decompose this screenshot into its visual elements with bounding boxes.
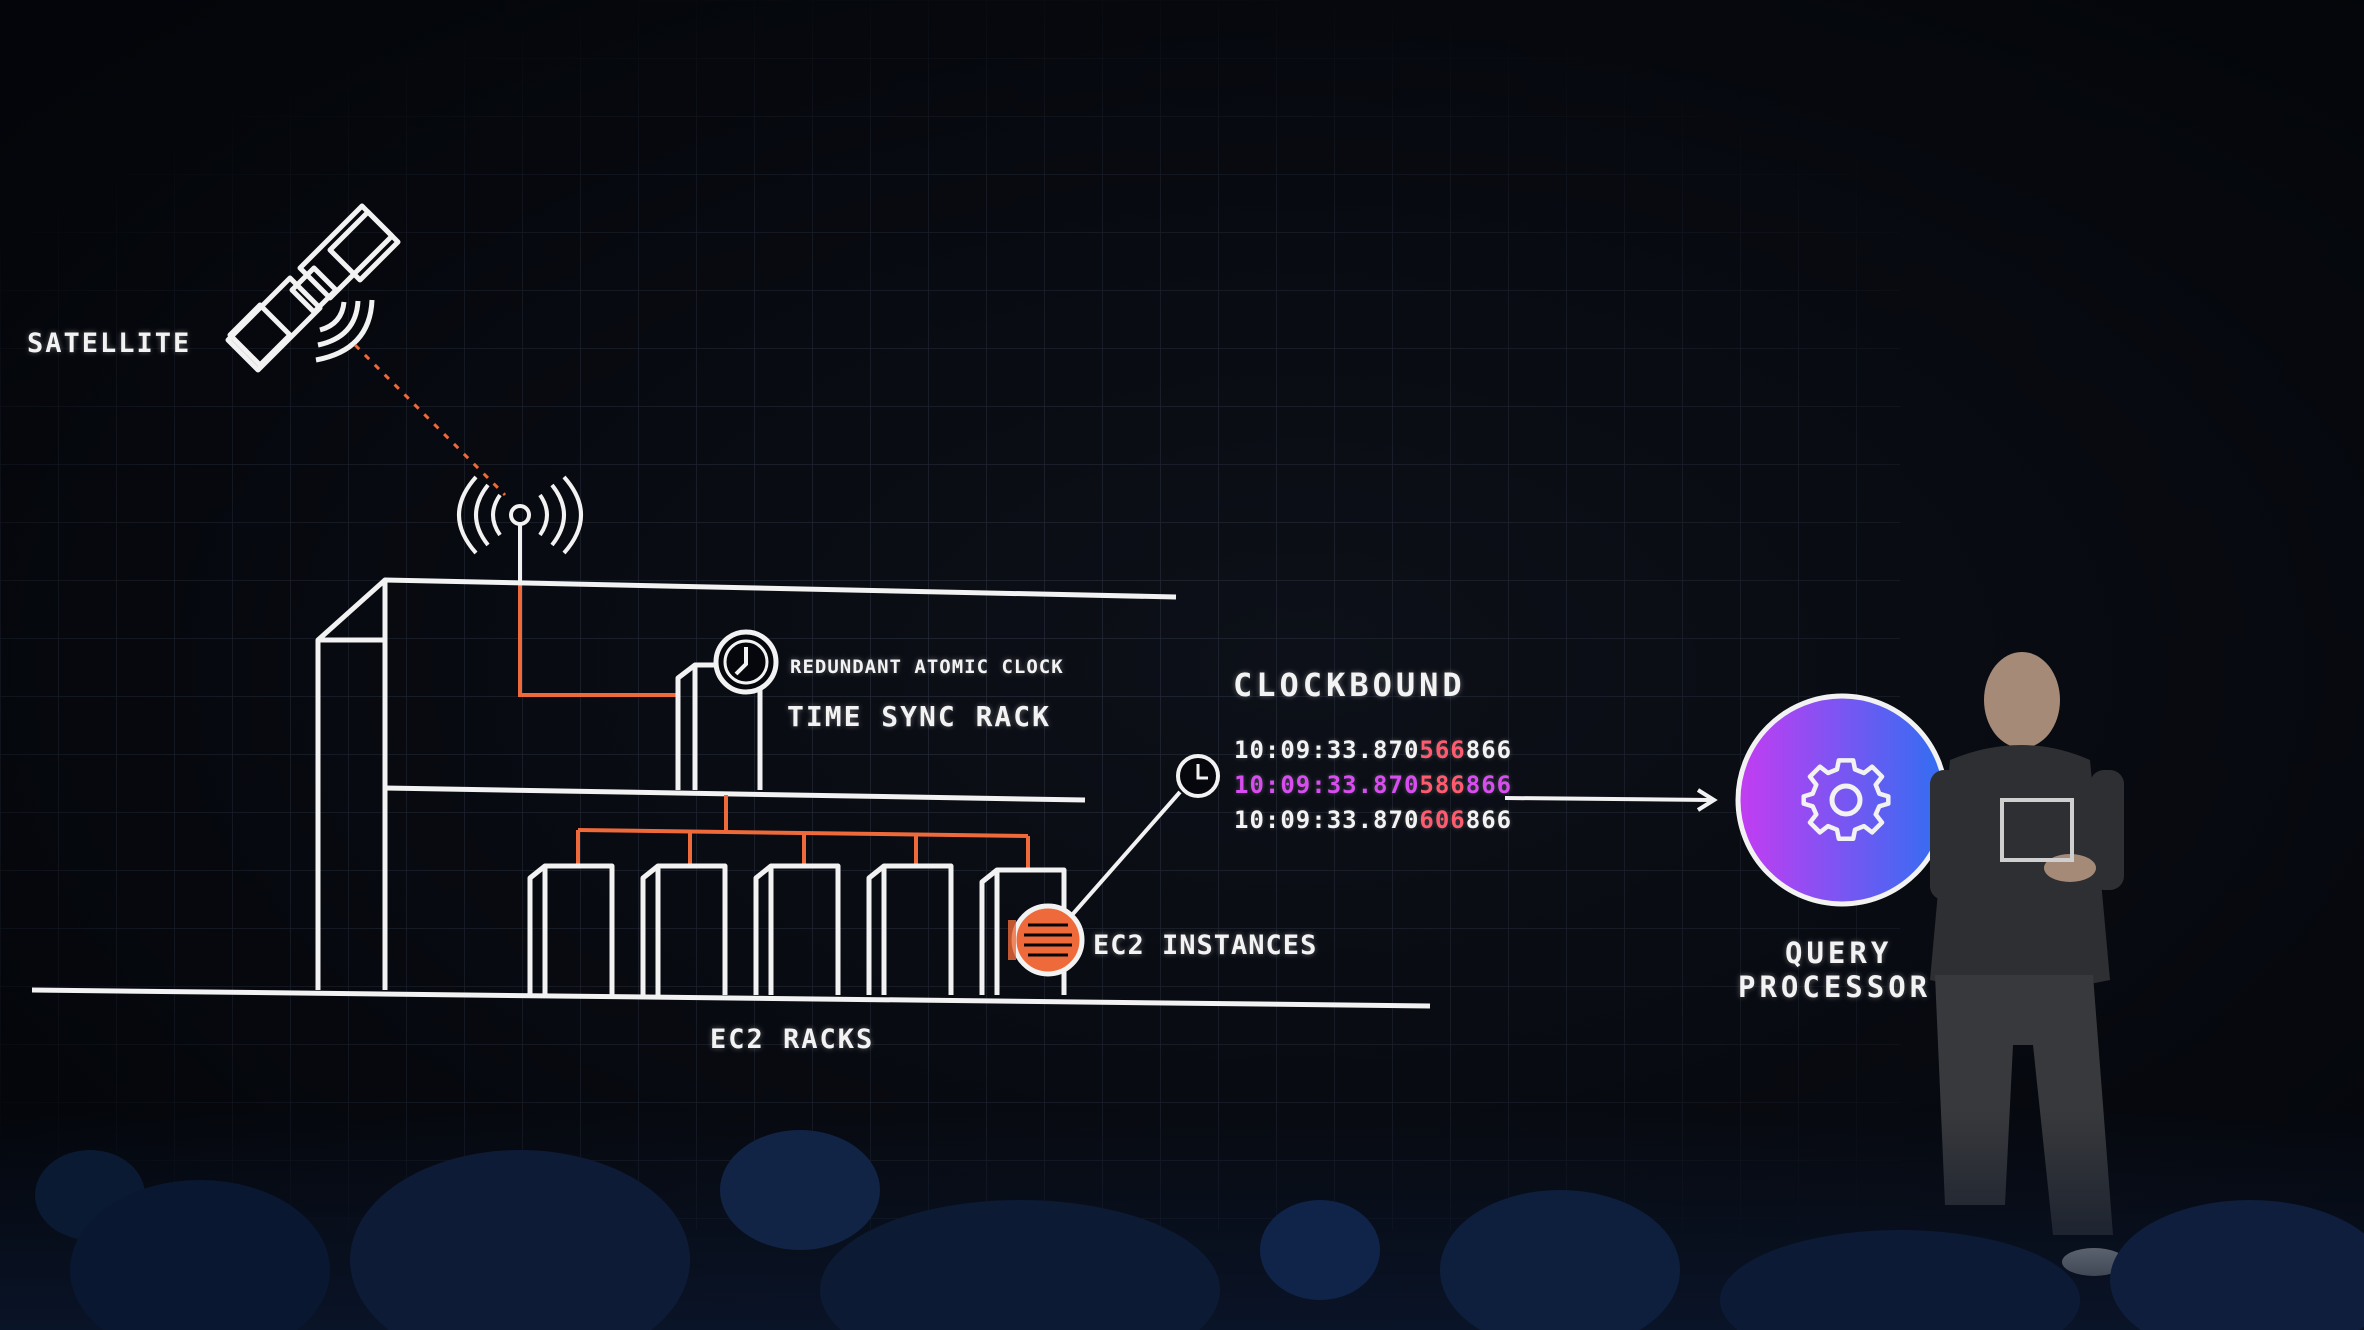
ec2-instances-label: EC2 INSTANCES	[1093, 930, 1317, 961]
query-processor-icon	[1738, 696, 1946, 904]
satellite-label: SATELLITE	[27, 328, 191, 359]
query-processor-label-line2: PROCESSOR	[1738, 970, 1931, 1004]
atomic-clock-label: REDUNDANT ATOMIC CLOCK	[790, 656, 1064, 678]
query-processor-label-line1: QUERY	[1785, 936, 1892, 970]
timestamp-upper-bound: 10:09:33.870606866	[1234, 806, 1512, 834]
clockbound-clock-icon	[1178, 756, 1218, 796]
timestamp-lower-bound: 10:09:33.870566866	[1234, 736, 1512, 764]
ec2-racks-label: EC2 RACKS	[710, 1024, 874, 1055]
clockbound-title: CLOCKBOUND	[1233, 666, 1466, 704]
time-sync-rack-label: TIME SYNC RACK	[787, 700, 1051, 733]
audience-silhouettes	[0, 1110, 2364, 1330]
timestamp-current: 10:09:33.870586866	[1234, 771, 1512, 799]
grid-background	[0, 0, 1900, 1230]
atomic-clock-icon	[716, 632, 776, 692]
